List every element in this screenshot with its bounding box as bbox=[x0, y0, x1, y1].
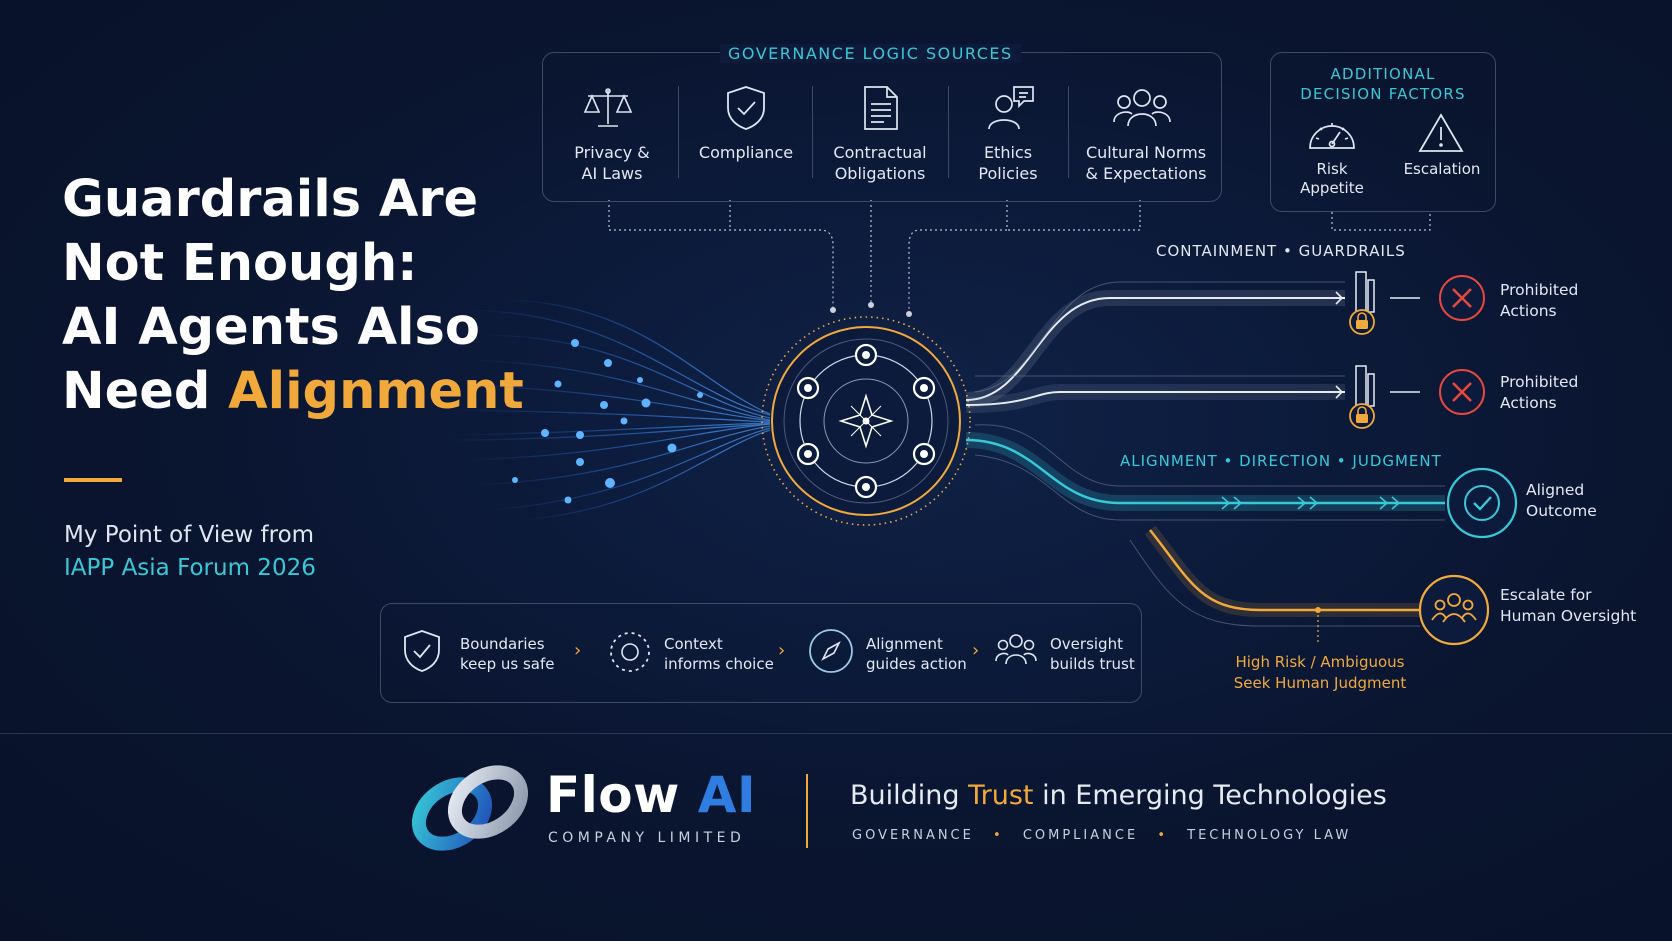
prohibited-icon-2 bbox=[1439, 369, 1485, 415]
group-icon bbox=[995, 634, 1037, 665]
alignment-path bbox=[965, 424, 1445, 521]
stream-nodes bbox=[512, 339, 703, 504]
tagline: Building Trust in Emerging Technologies bbox=[850, 780, 1387, 811]
flow-ai-logo bbox=[411, 765, 529, 851]
context-circle-icon bbox=[610, 632, 650, 672]
governance-connectors bbox=[608, 200, 1431, 312]
compass-icon bbox=[809, 629, 853, 673]
brand-subtitle: COMPANY LIMITED bbox=[548, 830, 746, 846]
headline-line-1: Guardrails Are bbox=[62, 170, 479, 229]
headline-line-3: AI Agents Also bbox=[62, 298, 480, 357]
escalation-path bbox=[1129, 525, 1420, 644]
chevron-right-icon: › bbox=[778, 640, 786, 661]
divider bbox=[948, 86, 949, 178]
footer-divider bbox=[0, 733, 1672, 734]
divider bbox=[812, 86, 813, 178]
escalate-people-icon bbox=[1418, 574, 1490, 646]
chevron-right-icon: › bbox=[972, 640, 980, 661]
prohibited-icon-1 bbox=[1439, 275, 1485, 321]
document-icon bbox=[864, 86, 898, 130]
aligned-check-icon bbox=[1446, 467, 1518, 539]
governance-title: GOVERNANCE LOGIC SOURCES bbox=[720, 44, 1021, 63]
shield-check-icon bbox=[404, 630, 440, 672]
chevron-right-icon: › bbox=[574, 640, 582, 661]
headline-line-2: Not Enough: bbox=[62, 234, 418, 293]
containment-title: CONTAINMENT • GUARDRAILS bbox=[1156, 242, 1406, 260]
source-compliance: Compliance bbox=[698, 143, 794, 162]
containment-paths bbox=[965, 281, 1420, 413]
group-icon bbox=[1113, 89, 1171, 127]
headline-accent: Alignment bbox=[228, 362, 524, 421]
divider bbox=[1068, 86, 1069, 178]
subtitle-line-1: My Point of View from bbox=[64, 522, 315, 548]
person-chat-icon bbox=[988, 86, 1034, 130]
alignment-title: ALIGNMENT • DIRECTION • JUDGMENT bbox=[1120, 452, 1442, 470]
services-line: GOVERNANCE • COMPLIANCE • TECHNOLOGY LAW bbox=[852, 828, 1352, 843]
brand-name: Flow AI bbox=[546, 766, 757, 824]
gate-icon bbox=[1355, 271, 1375, 407]
lock-icon bbox=[1349, 309, 1375, 429]
headline-line-4: Need Alignment bbox=[62, 358, 524, 426]
headline-underline bbox=[64, 478, 122, 482]
source-privacy-laws: Privacy &AI Laws bbox=[574, 143, 650, 183]
scales-icon bbox=[583, 88, 633, 127]
headline-prefix: Need bbox=[62, 362, 229, 421]
divider bbox=[678, 86, 679, 178]
gauge-icon bbox=[1309, 123, 1355, 149]
footer-separator bbox=[806, 774, 808, 848]
subtitle-line-2: IAPP Asia Forum 2026 bbox=[64, 555, 316, 581]
warning-icon bbox=[1418, 113, 1464, 152]
shield-check-icon bbox=[727, 86, 765, 130]
source-cultural-norms: Cultural Norms& Expectations bbox=[1085, 143, 1207, 183]
additional-factors-box bbox=[1270, 52, 1496, 212]
factor-escalation: Escalation bbox=[1403, 160, 1481, 178]
principles-box bbox=[380, 603, 1142, 703]
